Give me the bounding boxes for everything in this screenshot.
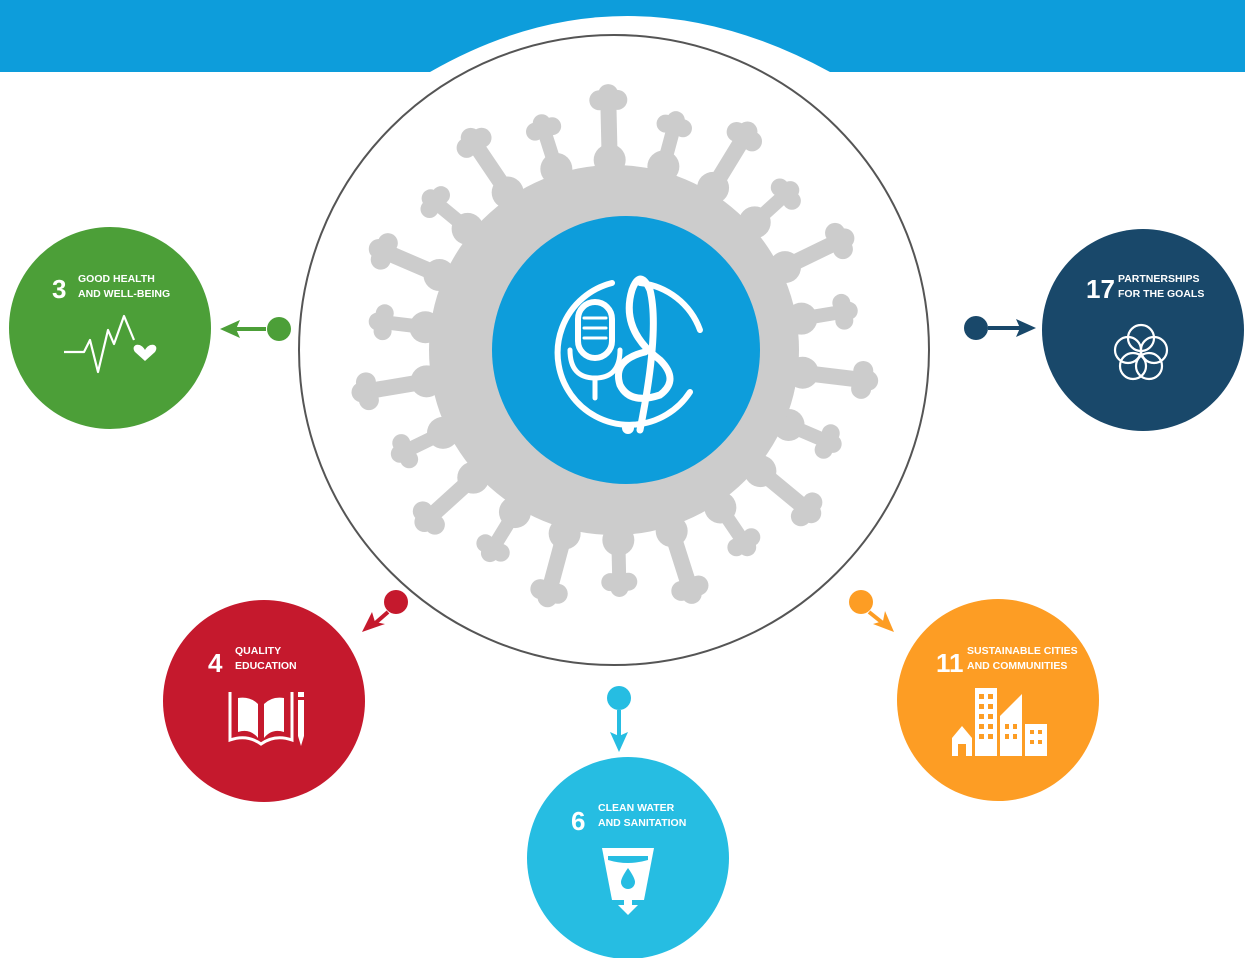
goal-6-number: 6 [571,806,585,836]
virus-spikes [351,84,879,608]
connector-goal-6 [607,686,631,752]
goal-4-badge[interactable]: 4 QUALITY EDUCATION [163,600,365,802]
virus-spike-head [727,538,746,557]
goal-3-circle [9,227,211,429]
goal-17-circle [1042,229,1244,431]
virus-spike-head [673,119,692,138]
virus-spike-head [476,534,495,553]
goal-17-badge[interactable]: 17 PARTNERSHIPS FOR THE GOALS [1042,229,1244,431]
goal-4-number: 4 [208,648,223,678]
water-glass-icon [602,848,654,915]
virus-spike-head [782,191,801,210]
heartbeat-icon [64,314,157,374]
virus-spike-head [530,579,551,600]
connector-dot [964,316,988,340]
virus-spike-head [392,434,411,453]
center-circle [492,216,760,484]
connector-goal-4 [362,590,408,632]
goal-11-label-line2: AND COMMUNITIES [967,660,1067,672]
virus-spike-head [671,580,692,601]
interlocking-rings-icon [1113,323,1169,381]
arrow-head [220,320,240,338]
goal-17-number: 17 [1086,274,1115,304]
goal-17-label-line2: FOR THE GOALS [1118,288,1204,300]
goal-11-circle [897,599,1099,801]
goal-11-badge[interactable]: 11 SUSTAINABLE CITIES AND COMMUNITIES [897,599,1099,801]
virus-spike-head [832,239,853,260]
virus-spike-head [431,186,450,205]
virus-spike-head [543,117,562,136]
goal-3-number: 3 [52,274,66,304]
goal-3-badge[interactable]: 3 GOOD HEALTH AND WELL-BEING [9,227,211,429]
goal-11-label-line1: SUSTAINABLE CITIES [967,645,1078,657]
virus-spike-head [814,440,833,459]
virus-spike-head [790,506,811,527]
connector-dot [384,590,408,614]
arrow-head [873,611,894,632]
virus-spike-head [851,378,872,399]
goal-4-label-line1: QUALITY [235,645,281,657]
goal-6-label-line1: CLEAN WATER [598,802,675,814]
arrow-head [1016,319,1036,337]
connector-dot [849,590,873,614]
book-pencil-icon [228,692,304,746]
connector-goal-17 [964,316,1036,340]
virus-spike-head [471,127,492,148]
goal-3-label-line2: AND WELL-BEING [78,288,170,300]
goal-4-label-line2: EDUCATION [235,660,297,672]
virus-spike-head [835,311,854,330]
virus-spike-head [412,501,433,522]
virus-spike-head [355,372,376,393]
goal-3-label-line1: GOOD HEALTH [78,273,155,285]
arrow-head [362,612,385,632]
arrow-head [610,732,628,752]
virus-spike-head [375,304,394,323]
goal-4-circle [163,600,365,802]
virus-spike-head [742,131,763,152]
virus-spike-head [607,89,628,110]
connector-dot [607,686,631,710]
goal-6-label-line2: AND SANITATION [598,817,686,829]
connector-goal-11 [849,590,894,632]
virus-spike-head [377,233,398,254]
microphone-treble-clef-icon [554,275,703,434]
connector-goal-3 [220,317,291,341]
city-windows [958,694,1042,756]
goal-11-number: 11 [936,648,964,678]
goal-6-badge[interactable]: 6 CLEAN WATER AND SANITATION [527,757,729,958]
connector-dot [267,317,291,341]
goal-17-label-line1: PARTNERSHIPS [1118,273,1199,285]
virus-spike-head [601,573,620,592]
